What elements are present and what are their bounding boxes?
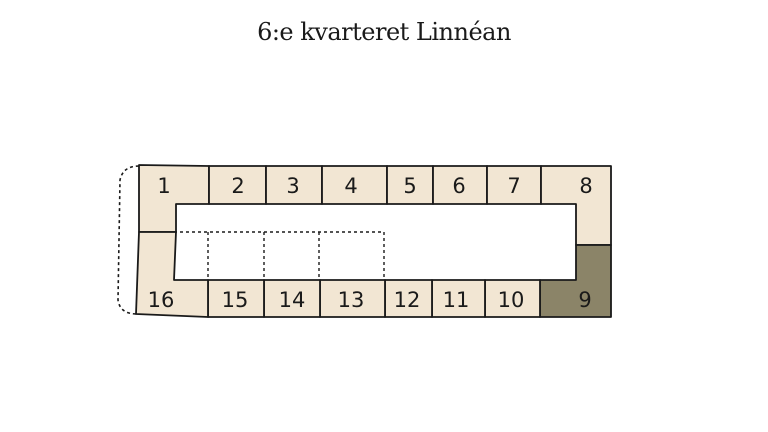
plot-label-11: 11 [443,288,470,312]
plot-label-10: 10 [498,288,525,312]
vacant-outline-strip [174,231,385,282]
plot-label-16: 16 [148,288,175,312]
page-title: 6:e kvarteret Linnéan [257,18,511,46]
plot-label-6: 6 [452,174,465,198]
plot-label-3: 3 [286,174,299,198]
plot-label-13: 13 [338,288,365,312]
plot-label-9: 9 [578,288,591,312]
vacant-plot-outlines [174,231,385,282]
plot-1 [138,164,210,233]
dashed-bracket [117,165,140,315]
plot-label-4: 4 [344,174,357,198]
plot-label-14: 14 [279,288,306,312]
plot-label-7: 7 [507,174,520,198]
plot-8 [540,165,612,246]
plot-label-15: 15 [222,288,249,312]
plot-9 [539,244,612,318]
plot-label-1: 1 [157,174,170,198]
plot-label-2: 2 [231,174,244,198]
plot-label-8: 8 [579,174,592,198]
plot-label-12: 12 [394,288,421,312]
plot-16 [135,231,209,318]
plot-label-5: 5 [403,174,416,198]
